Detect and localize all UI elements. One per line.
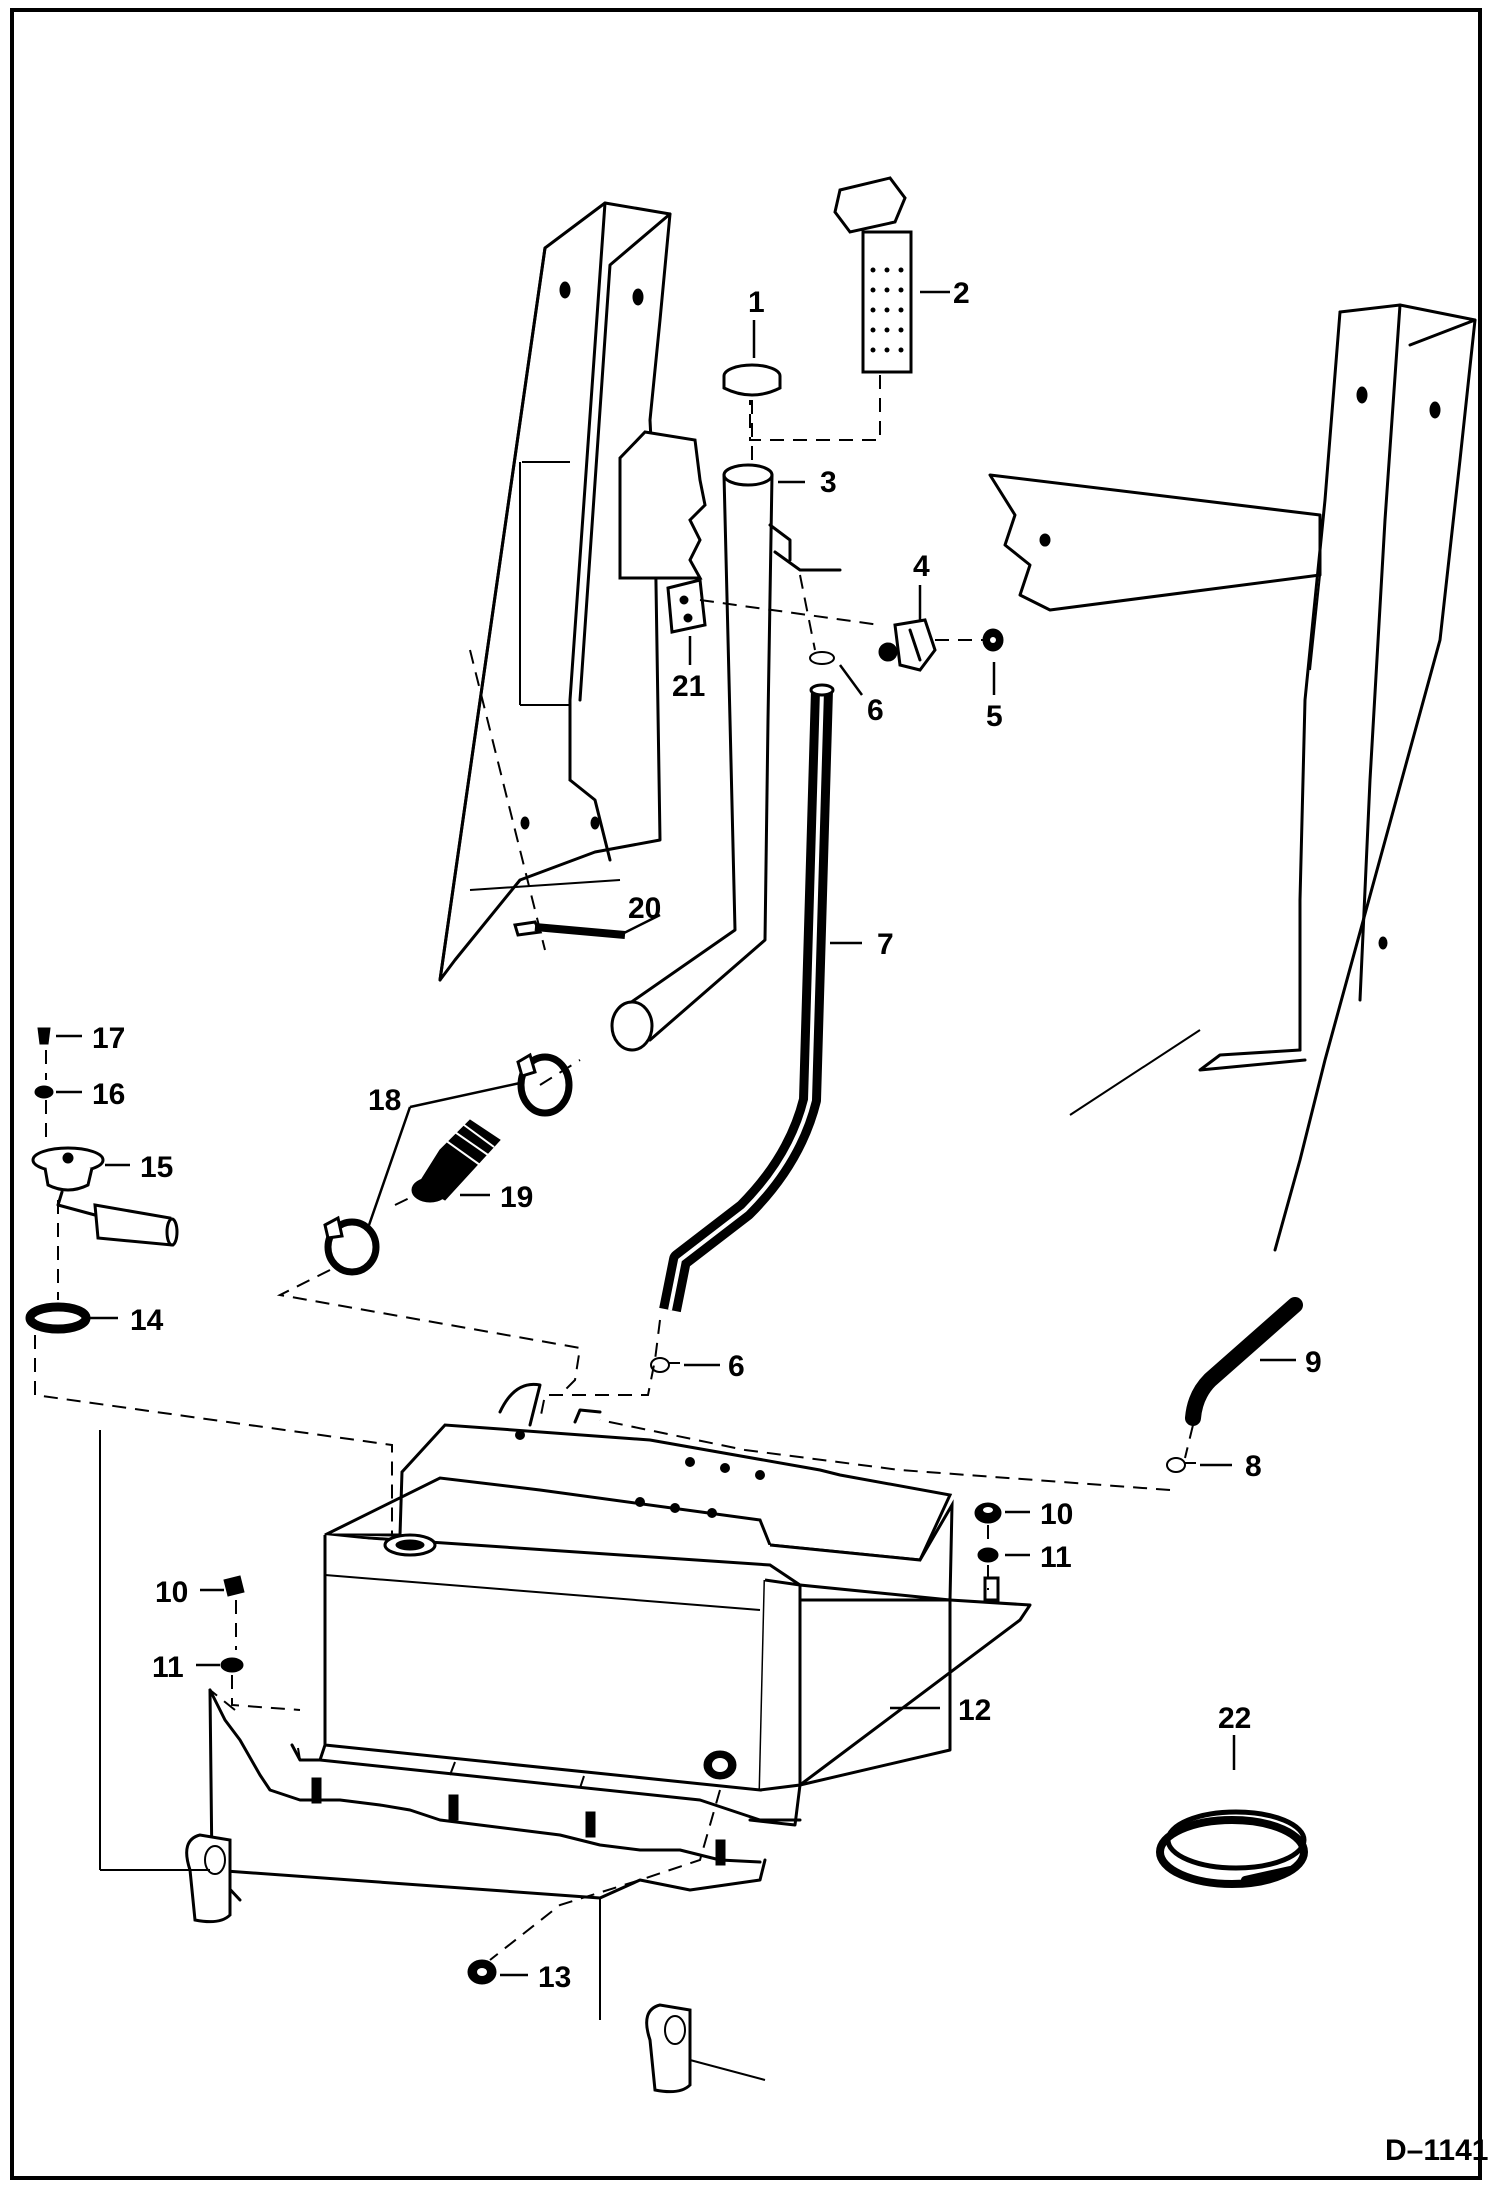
part-11-washer-right (977, 1547, 999, 1563)
part-18-upper-hose-clamp (516, 1052, 573, 1117)
right-upright-frame (1069, 303, 1477, 1252)
callout-8: 8 (1245, 1450, 1262, 1483)
callout-4: 4 (913, 550, 930, 583)
callout-14: 14 (130, 1304, 164, 1337)
part-19-connector-hose (411, 1119, 501, 1203)
part-12-fuel-tank (323, 1382, 954, 1792)
callout-10-left: 10 (155, 1576, 188, 1609)
part-1-filler-cap (722, 363, 782, 397)
callout-6-upper: 6 (867, 694, 884, 727)
tank-mounting-plate (290, 1576, 1032, 1827)
part-11-washer-left (220, 1657, 244, 1673)
callout-20: 20 (628, 892, 661, 925)
callout-21: 21 (672, 670, 705, 703)
callout-7: 7 (877, 928, 894, 961)
part-10-nut-right (974, 1502, 1002, 1524)
callout-18: 18 (368, 1084, 401, 1117)
callout-labels: 1 2 3 4 5 6 6 7 8 9 10 10 11 11 12 13 14… (92, 277, 1322, 1994)
assembly-dashed-lines (34, 375, 1194, 1961)
callout-22: 22 (1218, 1702, 1251, 1735)
part-2-fuel-gauge-sender (833, 176, 913, 374)
callout-13: 13 (538, 1961, 571, 1994)
callout-6-lower: 6 (728, 1350, 745, 1383)
callout-1: 1 (748, 286, 765, 319)
sheet-border (10, 8, 1482, 2180)
callout-17: 17 (92, 1022, 125, 1055)
mounting-studs (311, 1777, 726, 1866)
part-10-nut-left (223, 1575, 245, 1597)
part-20-cable-tie (513, 920, 626, 939)
part-8-hose-clamp (1166, 1457, 1196, 1473)
callout-leaders (56, 290, 1296, 1977)
part-15-fuel-sender-float (31, 1146, 179, 1247)
part-17-screw (37, 1027, 51, 1045)
part-7-vent-hose (659, 683, 835, 1313)
callout-16: 16 (92, 1078, 125, 1111)
part-21-mounting-plate (666, 578, 707, 634)
part-3-filler-neck (610, 463, 842, 1052)
part-5-nut (982, 628, 1004, 652)
callout-11-right: 11 (1040, 1541, 1072, 1574)
part-14-gasket (25, 1302, 91, 1334)
callout-9: 9 (1305, 1346, 1322, 1379)
part-16-washer (34, 1085, 54, 1099)
callout-15: 15 (140, 1151, 173, 1184)
callout-12: 12 (958, 1694, 991, 1727)
part-18-lower-hose-clamp (323, 1215, 380, 1276)
callout-3: 3 (820, 466, 837, 499)
part-4-hose-clamp (878, 618, 937, 672)
part-13-drain-plug (467, 1959, 497, 1985)
part-22-tubing-coil (1156, 1809, 1308, 1888)
callout-2: 2 (953, 277, 970, 310)
part-6-lower-clamp-ring (650, 1357, 680, 1373)
callout-10-right: 10 (1040, 1498, 1073, 1531)
mounting-bracket-box (618, 430, 707, 580)
cross-member (988, 473, 1322, 671)
part-6-upper-clamp-ring (809, 651, 835, 665)
part-9-fuel-hose (1185, 1297, 1303, 1426)
drawing-code: D–1141 (1385, 2134, 1488, 2167)
frame-base (99, 1430, 767, 2094)
callout-19: 19 (500, 1181, 533, 1214)
callout-11-left: 11 (152, 1651, 184, 1684)
callout-5: 5 (986, 700, 1003, 733)
left-upright-frame (438, 201, 672, 982)
